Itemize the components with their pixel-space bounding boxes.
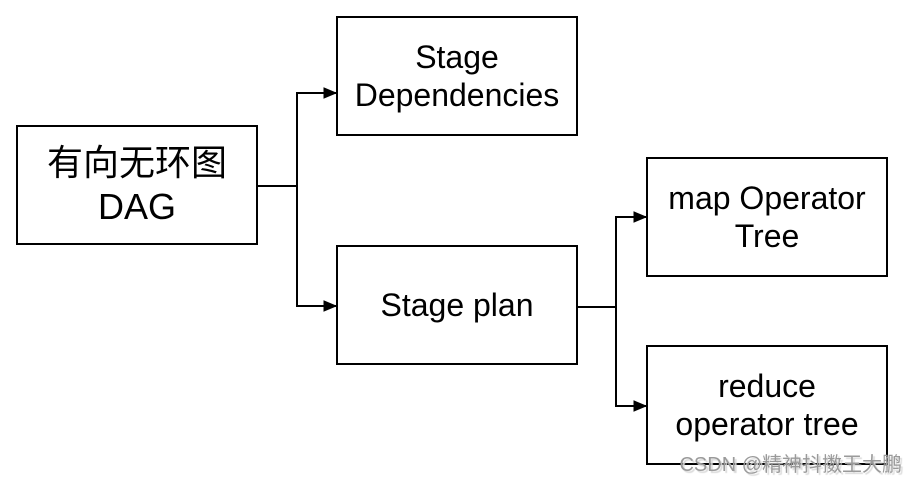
- node-stage-plan: Stage plan: [336, 245, 578, 365]
- node-dag-label-line: 有向无环图: [46, 142, 227, 183]
- node-stage-dependencies-label-line: Stage: [415, 39, 499, 75]
- node-dag-label-line: DAG: [97, 186, 176, 227]
- node-reduce-operator-tree: reduce operator tree: [646, 345, 888, 465]
- edge-stage-plan-to-reduce-operator-tree: [615, 307, 646, 406]
- node-stage-dependencies-label-line: Dependencies: [354, 77, 560, 113]
- csdn-watermark: CSDN @精神抖擞王大鹏: [679, 454, 902, 476]
- edge-dag-to-stage-dependencies: [258, 93, 336, 187]
- node-reduce-operator-tree-label-line: reduce: [718, 368, 816, 404]
- node-map-operator-tree-label-line: map Operator: [668, 180, 866, 216]
- node-stage-dependencies: Stage Dependencies: [336, 16, 578, 136]
- edge-dag-to-stage-plan: [296, 186, 336, 306]
- node-dag: 有向无环图 DAG: [16, 125, 258, 245]
- node-reduce-operator-tree-label-line: operator tree: [675, 406, 859, 442]
- node-map-operator-tree: map Operator Tree: [646, 157, 888, 277]
- node-map-operator-tree-label-line: Tree: [734, 218, 800, 254]
- node-stage-plan-label-line: Stage plan: [380, 287, 534, 323]
- edge-stage-plan-to-map-operator-tree: [578, 217, 646, 308]
